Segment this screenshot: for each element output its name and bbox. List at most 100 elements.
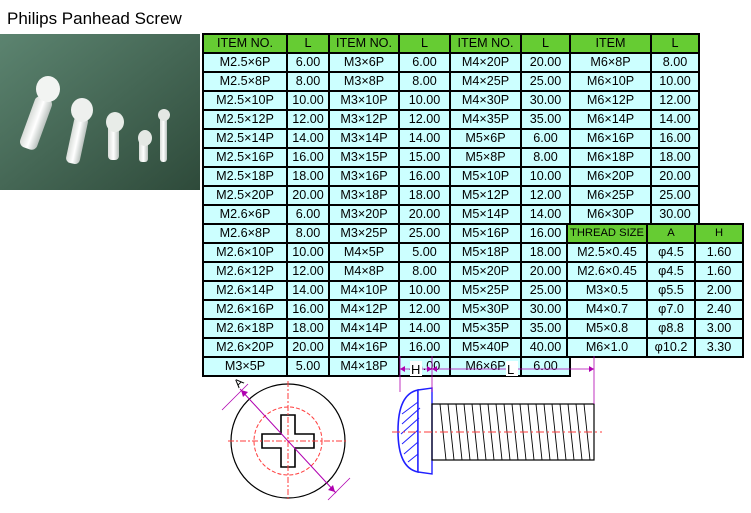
table-cell: M3×6P [328, 52, 400, 73]
table-cell: M3×25P [328, 223, 400, 244]
table-cell: 8.00 [286, 223, 330, 244]
table-cell: 25.00 [520, 280, 571, 301]
table-cell: 16.00 [520, 223, 571, 244]
table-cell: 16.00 [398, 337, 451, 358]
table-cell: M2.6×20P [202, 337, 288, 358]
table-cell: φ4.5 [646, 242, 696, 263]
table-cell: M4×10P [328, 280, 400, 301]
table-cell: 25.00 [398, 223, 451, 244]
product-photo [0, 34, 200, 190]
table-cell: 12.00 [650, 90, 700, 111]
table-cell: φ10.2 [646, 337, 696, 358]
column-header: ITEM NO. [202, 33, 288, 54]
table-cell: 18.00 [398, 185, 451, 206]
table-cell: M2.5×20P [202, 185, 288, 206]
table-cell: M6×1.0 [566, 337, 648, 358]
table-cell: 2.40 [694, 299, 744, 320]
table-cell: M4×8P [328, 261, 400, 282]
table-cell: M6×6P [449, 356, 522, 377]
table-cell: M5×14P [449, 204, 522, 225]
column-header: L [286, 33, 330, 54]
column-header: ITEM [569, 33, 652, 54]
table-cell: 12.00 [286, 261, 330, 282]
column-header: A [646, 223, 696, 244]
screw-head-top-view: A [221, 375, 351, 501]
table-cell: 20.00 [650, 166, 700, 187]
table-cell: M5×18P [449, 242, 522, 263]
table-cell: 25.00 [650, 185, 700, 206]
table-cell: M6×30P [569, 204, 652, 225]
table-cell: 5.00 [398, 242, 451, 263]
table-cell: M4×35P [449, 109, 522, 130]
table-cell: M4×0.7 [566, 299, 648, 320]
screw-side-view: H L [392, 356, 602, 475]
table-cell: 16.00 [286, 299, 330, 320]
table-cell: 18.00 [286, 318, 330, 339]
table-cell: M6×20P [569, 166, 652, 187]
table-cell: M3×12P [328, 109, 400, 130]
table-cell: M2.6×10P [202, 242, 288, 263]
table-cell: M2.6×8P [202, 223, 288, 244]
table-cell: 30.00 [650, 204, 700, 225]
table-cell: M6×10P [569, 71, 652, 92]
table-cell: 3.00 [694, 318, 744, 339]
table-cell: 10.00 [520, 166, 571, 187]
table-cell: 10.00 [398, 280, 451, 301]
table-cell: 12.00 [398, 299, 451, 320]
table-cell: 14.00 [398, 318, 451, 339]
table-cell: 16.00 [286, 147, 330, 168]
table-cell: 35.00 [520, 109, 571, 130]
table-cell: 25.00 [520, 71, 571, 92]
table-cell: 14.00 [398, 128, 451, 149]
table-cell: M2.6×18P [202, 318, 288, 339]
table-cell: M2.5×14P [202, 128, 288, 149]
table-cell: M6×12P [569, 90, 652, 111]
table-cell: M4×12P [328, 299, 400, 320]
table-cell: M6×18P [569, 147, 652, 168]
dimension-label-l: L [507, 362, 514, 377]
table-cell: M5×8P [449, 147, 522, 168]
table-cell: M2.5×10P [202, 90, 288, 111]
screw-diagram: A H L [221, 356, 602, 501]
table-cell: 10.00 [650, 71, 700, 92]
table-cell: M3×20P [328, 204, 400, 225]
table-cell: M5×0.8 [566, 318, 648, 339]
table-cell: M3×8P [328, 71, 400, 92]
table-cell: 8.00 [520, 147, 571, 168]
table-cell: 14.00 [286, 280, 330, 301]
table-cell: 8.00 [286, 71, 330, 92]
table-cell: M2.6×12P [202, 261, 288, 282]
table-cell: M4×30P [449, 90, 522, 111]
screw-image [106, 112, 124, 160]
dimension-label-h: H [411, 362, 420, 377]
column-header: L [398, 33, 451, 54]
table-cell: M5×16P [449, 223, 522, 244]
table-cell: M4×20P [449, 52, 522, 73]
screw-image [138, 130, 152, 162]
table-cell: 12.00 [520, 185, 571, 206]
table-cell: M5×25P [449, 280, 522, 301]
table-cell: M6×8P [569, 52, 652, 73]
column-header: ITEM NO. [449, 33, 522, 54]
table-cell: M2.5×8P [202, 71, 288, 92]
table-cell: φ5.5 [646, 280, 696, 301]
screw-image [66, 98, 93, 165]
table-cell: 14.00 [520, 204, 571, 225]
